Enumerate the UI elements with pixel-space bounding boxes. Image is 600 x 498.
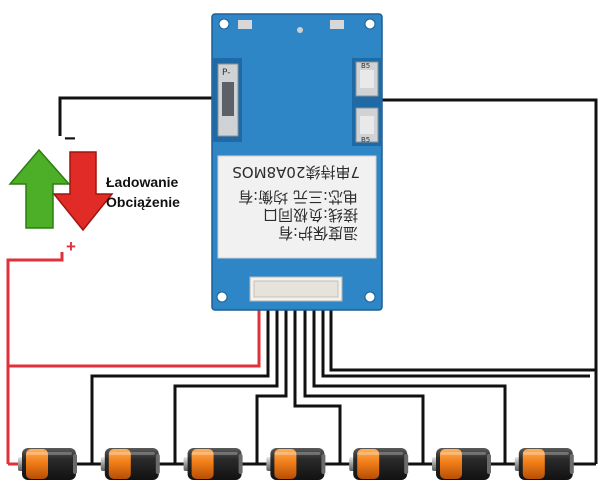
label-temp-line: 温度保护:有 xyxy=(278,224,358,242)
wire-balance-8 xyxy=(329,308,596,372)
wire-balance-positive xyxy=(8,308,261,368)
wire-b-minus xyxy=(366,98,598,464)
wire-balance-6 xyxy=(312,308,507,464)
wire-balance-1 xyxy=(90,308,270,464)
battery-cell-icon xyxy=(266,448,326,480)
discharge-arrow-down-icon xyxy=(52,151,114,232)
mount-hole xyxy=(216,291,228,303)
wire-balance-7 xyxy=(321,308,590,378)
mount-hole xyxy=(364,18,376,30)
balance-connector xyxy=(249,276,343,302)
minus-terminal-label: − xyxy=(64,128,76,150)
battery-cell-icon xyxy=(514,448,574,480)
battery-cell-icon xyxy=(100,448,160,480)
plus-terminal-label: + xyxy=(66,237,76,256)
load-label: Obciążenie xyxy=(106,194,180,210)
pad-label-right-top: B5 xyxy=(361,62,370,70)
mount-hole xyxy=(364,291,376,303)
bms-board: P- B5 B5 温度保护:有 接线:负极同口 电芯:三元 均衡:有 7串持续2… xyxy=(211,13,383,311)
battery-cell-icon xyxy=(18,448,77,480)
wire-balance-2 xyxy=(173,308,279,464)
battery-cell-icon xyxy=(183,448,243,480)
wire-p-minus xyxy=(58,96,223,136)
battery-cell-icon xyxy=(432,448,491,480)
charging-label: Ładowanie xyxy=(106,174,179,190)
label-spec-line: 电芯:三元 均衡:有 xyxy=(238,188,358,206)
wire-balance-5 xyxy=(303,308,425,464)
wire-positive xyxy=(6,252,64,464)
wire-balance-4 xyxy=(293,308,342,464)
label-wire-line: 接线:负极同口 xyxy=(263,206,358,224)
b-minus-pad: B5 B5 xyxy=(352,58,382,146)
p-minus-pad: P- xyxy=(212,58,242,142)
board-spec-label: 温度保护:有 接线:负极同口 电芯:三元 均衡:有 7串持续20A8MOS xyxy=(217,155,377,259)
battery-cells xyxy=(18,448,574,480)
label-model-line: 7串持续20A8MOS xyxy=(232,163,360,181)
battery-cell-icon xyxy=(349,448,409,480)
mount-hole xyxy=(218,18,230,30)
wire-balance-3 xyxy=(255,308,288,464)
charge-arrow-up-icon xyxy=(8,148,71,229)
pad-label-right-bottom: B5 xyxy=(361,136,370,144)
pad-label-left: P- xyxy=(222,68,230,78)
